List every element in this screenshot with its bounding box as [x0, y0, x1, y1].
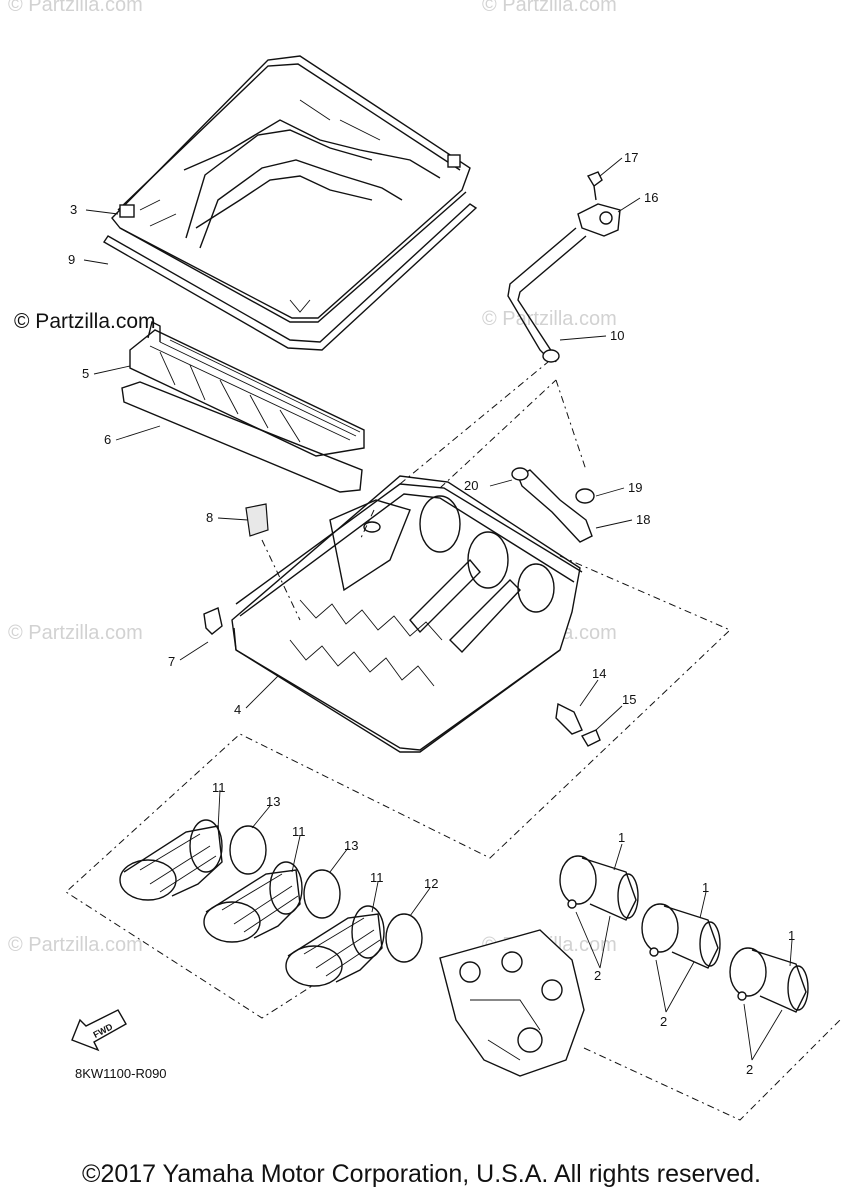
drain-hose [511, 467, 595, 543]
watermark: © Partzilla.com [482, 308, 617, 330]
callout-3: 3 [70, 202, 77, 217]
breather-hose [507, 227, 587, 363]
leader-lines [83, 157, 793, 1061]
callout-11c: 11 [370, 870, 384, 885]
throttle-joint-3 [729, 947, 809, 1013]
callout-1b: 1 [702, 880, 709, 895]
callout-1c: 1 [788, 928, 795, 943]
watermark-dark: © Partzilla.com [14, 310, 156, 333]
copyright-notice: ©2017 Yamaha Motor Corporation, U.S.A. A… [82, 1160, 761, 1188]
callout-4: 4 [234, 702, 241, 717]
callout-labels: 3 9 5 6 8 7 4 10 17 16 20 19 18 14 15 11… [68, 150, 795, 1077]
throttle-joint-1 [559, 855, 639, 921]
callout-15: 15 [622, 692, 636, 707]
fwd-arrow-icon: FWD [71, 1009, 127, 1052]
reference-lines [65, 361, 841, 1121]
callout-12: 12 [424, 876, 438, 891]
callout-20: 20 [464, 478, 478, 493]
watermark: © Partzilla.com [8, 934, 143, 956]
breather-fitting [577, 171, 621, 237]
watermark: © Partzilla.com [8, 622, 143, 644]
callout-19: 19 [628, 480, 642, 495]
callout-13a: 13 [266, 794, 280, 809]
clip [203, 607, 223, 635]
callout-5: 5 [82, 366, 89, 381]
air-box-case [231, 475, 583, 753]
callout-6: 6 [104, 432, 111, 447]
air-filter-element [129, 320, 365, 457]
callout-7: 7 [168, 654, 175, 669]
callout-9: 9 [68, 252, 75, 267]
intake-duct-1 [119, 819, 267, 901]
watermark: © Partzilla.com [8, 0, 143, 16]
callout-2a: 2 [594, 968, 601, 983]
callout-14: 14 [592, 666, 606, 681]
drain-bolt [555, 702, 601, 747]
callout-11b: 11 [292, 824, 306, 839]
callout-18: 18 [636, 512, 650, 527]
callout-1a: 1 [618, 830, 625, 845]
throttle-body [439, 929, 585, 1077]
foam-block [245, 503, 269, 537]
watermark: © Partzilla.com [482, 0, 617, 16]
throttle-joint-2 [641, 903, 721, 969]
callout-2b: 2 [660, 1014, 667, 1029]
callout-8: 8 [206, 510, 213, 525]
callout-11a: 11 [212, 780, 226, 795]
callout-10: 10 [610, 328, 624, 343]
callout-2c: 2 [746, 1062, 753, 1077]
air-cleaner-cover [111, 55, 471, 323]
intake-duct-3 [285, 905, 423, 987]
filter-gasket [121, 381, 363, 493]
callout-13b: 13 [344, 838, 358, 853]
air-box-seal [103, 203, 478, 351]
intake-duct-2 [203, 861, 341, 943]
diagram-code: 8KW1100-R090 [75, 1066, 167, 1081]
callout-16: 16 [644, 190, 658, 205]
callout-17: 17 [624, 150, 638, 165]
